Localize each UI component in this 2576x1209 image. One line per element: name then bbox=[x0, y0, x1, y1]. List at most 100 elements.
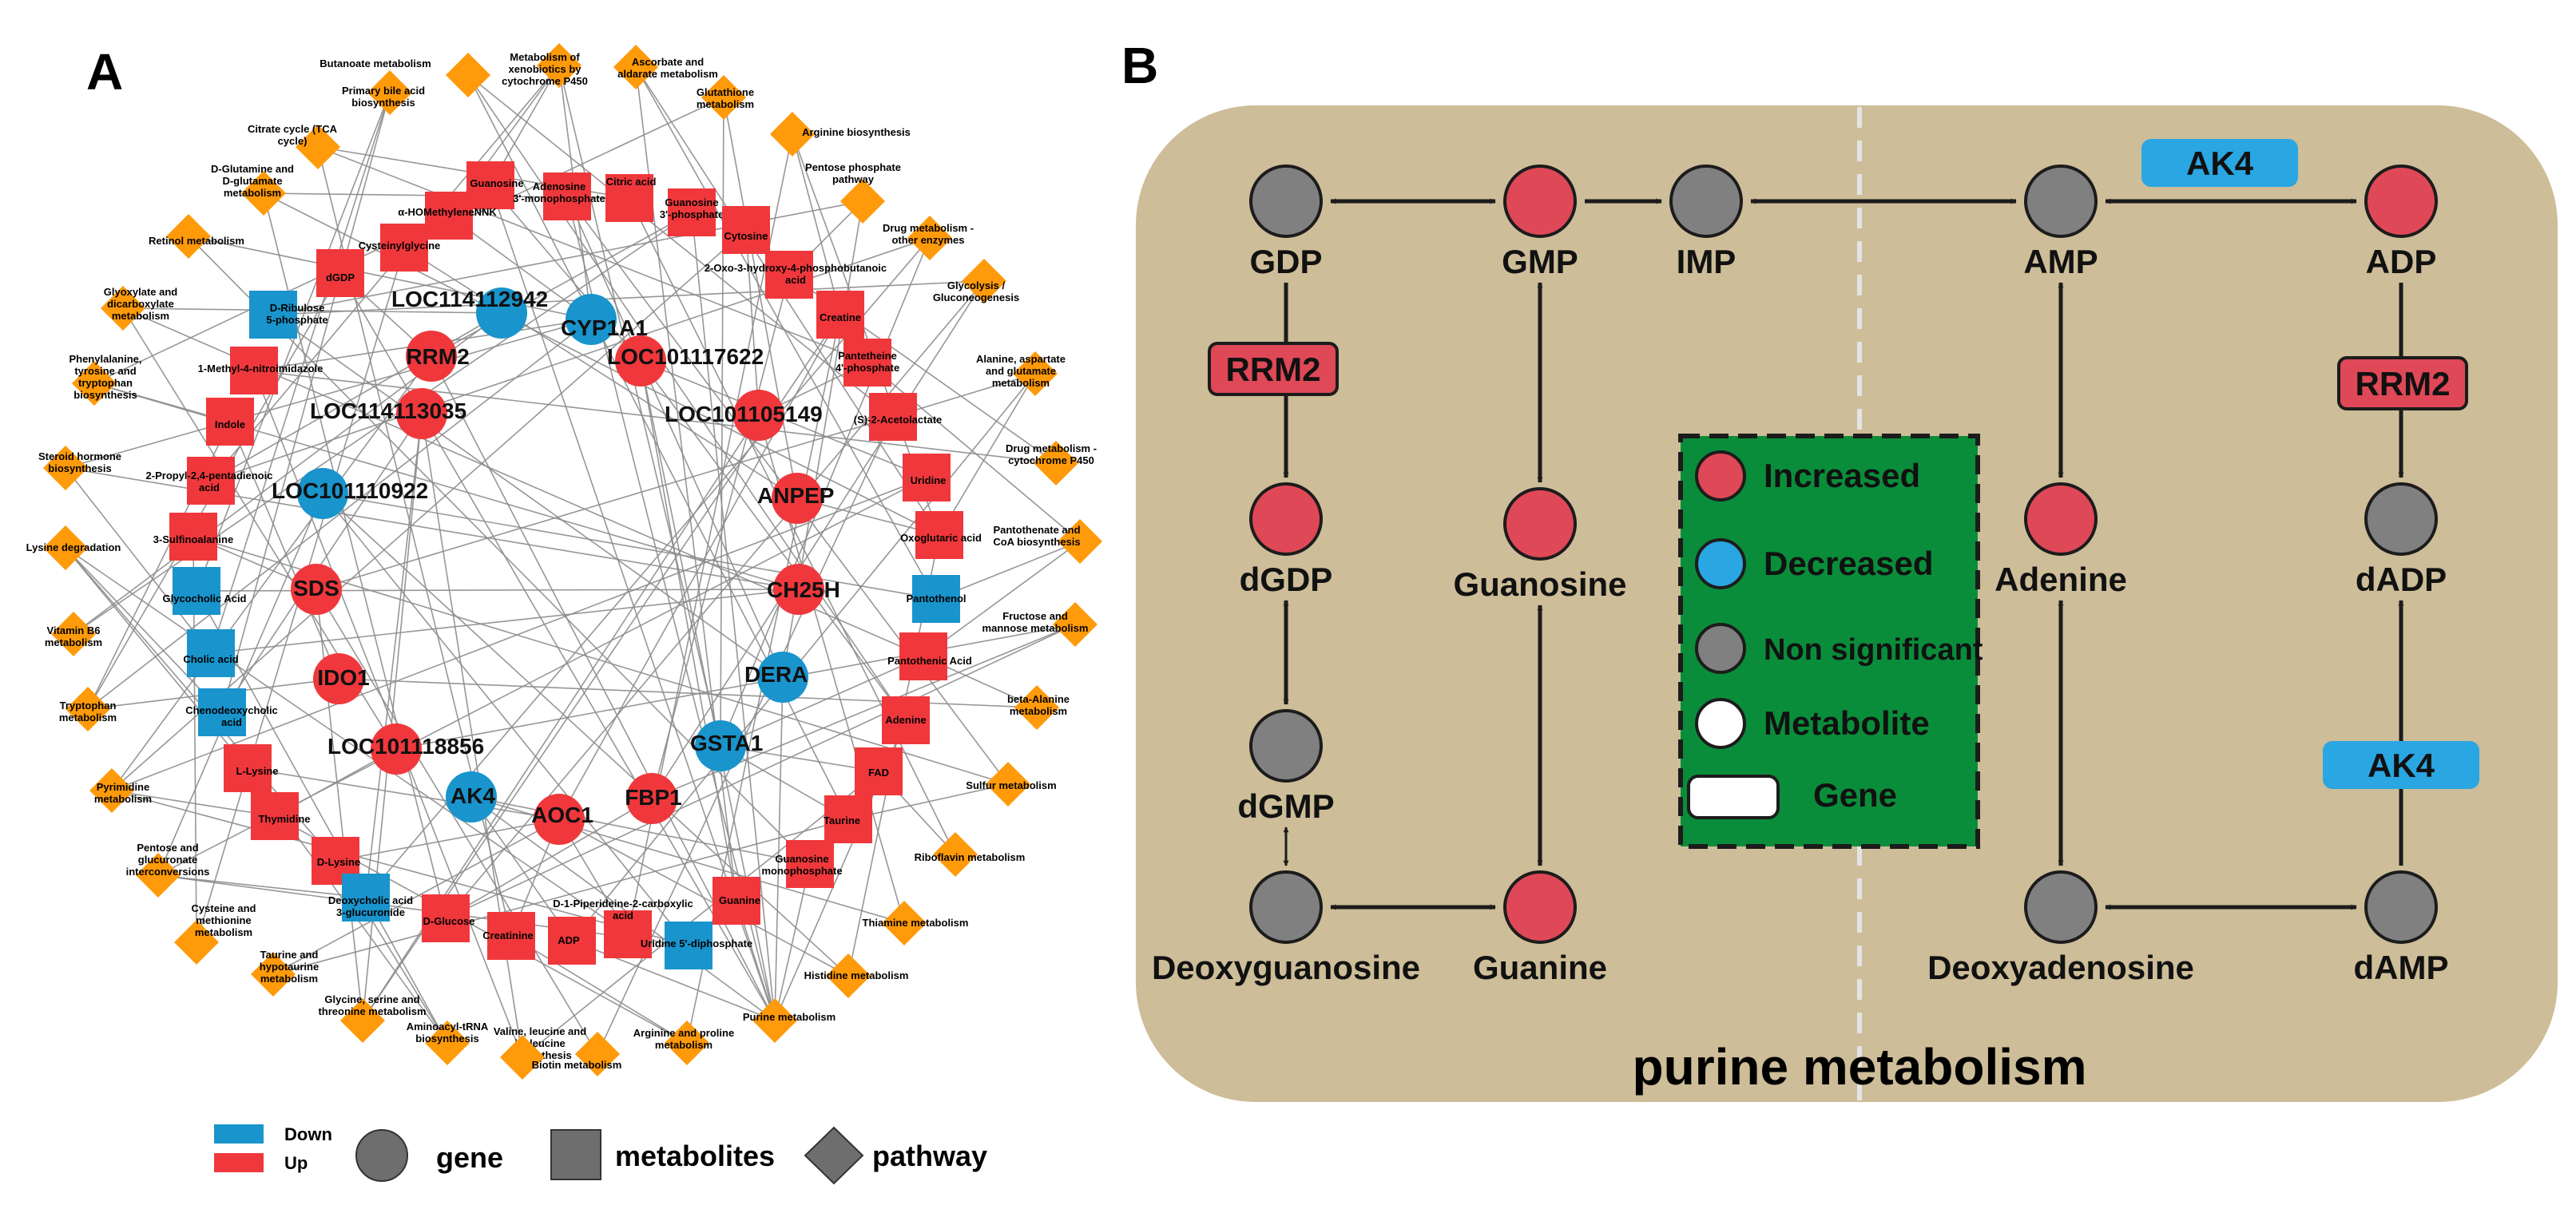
network-edge bbox=[65, 467, 212, 654]
metabolite-label: Guanine bbox=[719, 894, 760, 906]
gene-circle bbox=[733, 390, 784, 441]
metabolite-square bbox=[251, 792, 299, 840]
metabolite-label: dGMP bbox=[1237, 787, 1334, 825]
pathway-label: Glycolysis /Gluconeogenesis bbox=[933, 279, 1019, 303]
metabolite-node-d-glucose: D-Glucose bbox=[422, 894, 475, 942]
metabolite-dgmp: dGMP bbox=[1237, 709, 1335, 825]
metabolite-square bbox=[722, 206, 770, 254]
pathway-diamond bbox=[1058, 519, 1102, 564]
metabolite-label: 1-Methyl-4-nitroimidazole bbox=[198, 363, 323, 375]
pathway-diamond bbox=[425, 1021, 470, 1065]
metabolite-label: Pantothenic Acid bbox=[887, 655, 972, 667]
metabolite-label: Glycocholic Acid bbox=[163, 593, 247, 604]
network-edge bbox=[867, 362, 1081, 542]
metabolite-node-taurine: Taurine bbox=[824, 795, 872, 843]
gene-box-ak4: AK4 bbox=[2323, 741, 2479, 789]
gene-circle bbox=[406, 331, 457, 382]
metabolite-node-citric-acid: Citric acid bbox=[605, 174, 656, 222]
metabolite-node-thymidine: Thymidine bbox=[251, 792, 311, 840]
network-edge bbox=[322, 493, 849, 977]
metabolite-square bbox=[224, 744, 272, 792]
metabolite-circle bbox=[2024, 482, 2098, 556]
gene-label: GSTA1 bbox=[690, 731, 763, 755]
gene-node-gsta1: GSTA1 bbox=[690, 720, 763, 771]
network-edge bbox=[774, 676, 784, 1021]
network-edge bbox=[691, 212, 776, 1021]
gene-label: AOC1 bbox=[531, 803, 593, 827]
pathway-diamond bbox=[1034, 441, 1078, 486]
pathway-diamond bbox=[826, 953, 871, 998]
network-edge bbox=[403, 247, 798, 499]
pathway-label: Purine metabolism bbox=[743, 1011, 836, 1023]
metabolite-square bbox=[249, 291, 297, 339]
pathway-label: Retinol metabolism bbox=[149, 235, 244, 247]
metabolite-label: (S)-2-Acetolactate bbox=[854, 414, 943, 426]
legend-increased-label: Increased bbox=[1764, 457, 1920, 494]
network-edge bbox=[635, 66, 940, 536]
legend-pathway-label: pathway bbox=[872, 1140, 987, 1172]
metabolite-circle bbox=[2024, 165, 2098, 238]
pathway-diamond bbox=[51, 612, 96, 656]
pathway-node-riboflavin-metabolism: Riboflavin metabolism bbox=[915, 832, 1025, 877]
metabolite-label: Cytosine bbox=[724, 230, 768, 242]
network-edge bbox=[272, 280, 985, 315]
gene-node-loc101110922: LOC101110922 bbox=[272, 468, 428, 519]
metabolite-node-pantothenic-acid: Pantothenic Acid bbox=[887, 632, 972, 680]
metabolite-label: dADP bbox=[2356, 561, 2447, 598]
pathway-node-histidine-metabolism: Histidine metabolism bbox=[804, 953, 908, 998]
gene-circle bbox=[772, 473, 823, 524]
pathway-diamond bbox=[986, 762, 1030, 807]
metabolite-label: Guanosine bbox=[1453, 565, 1626, 603]
network-edge bbox=[229, 421, 339, 680]
gene-node-loc101105149: LOC101105149 bbox=[665, 390, 823, 441]
panel-b-label: B bbox=[1121, 37, 1158, 94]
panel-b-title: purine metabolism bbox=[1633, 1038, 2087, 1096]
metabolite-node-1-methyl-4-nitroimidazole: 1-Methyl-4-nitroimidazole bbox=[198, 347, 323, 394]
network-edge bbox=[629, 197, 956, 855]
gene-label: RRM2 bbox=[406, 344, 469, 369]
legend-increased-circle-icon bbox=[1695, 450, 1746, 501]
pathway-diamond bbox=[962, 259, 1006, 303]
panel-a-legend: Down Up gene metabolites pathway bbox=[214, 1124, 987, 1185]
network-edge bbox=[571, 373, 1036, 941]
gene-node-sds: SDS bbox=[291, 564, 342, 615]
metabolite-label: Guanine bbox=[1473, 949, 1607, 986]
network-edge bbox=[445, 624, 1076, 919]
metabolite-square bbox=[786, 840, 834, 888]
metabolite-square bbox=[824, 795, 872, 843]
network-edge bbox=[395, 624, 1076, 750]
metabolite-node-guanosine: Guanosine bbox=[466, 161, 524, 209]
metabolite-label: Taurine bbox=[824, 815, 860, 826]
pathway-diamond bbox=[575, 1032, 620, 1076]
metabolite-label: Deoxyadenosine bbox=[1927, 949, 2194, 986]
pathway-diamond bbox=[1014, 685, 1059, 730]
metabolite-square bbox=[169, 513, 217, 561]
network-edge bbox=[87, 319, 592, 710]
metabolite-deoxyadenosine: Deoxyadenosine bbox=[1927, 870, 2194, 986]
metabolite-square bbox=[380, 224, 428, 272]
pathway-diamond bbox=[446, 53, 490, 97]
network-edge bbox=[272, 819, 560, 975]
metabolite-square bbox=[843, 339, 891, 386]
gene-label: LOC114113035 bbox=[310, 398, 466, 423]
metabolite-label: Cholic acid bbox=[183, 653, 238, 665]
metabolite-adenine: Adenine bbox=[1995, 482, 2127, 598]
metabolite-guanosine: Guanosine bbox=[1453, 487, 1627, 603]
gene-circle bbox=[291, 564, 342, 615]
network-edge bbox=[467, 74, 907, 721]
metabolite-square bbox=[665, 922, 712, 969]
legend-gene-rect-icon bbox=[1687, 775, 1780, 819]
